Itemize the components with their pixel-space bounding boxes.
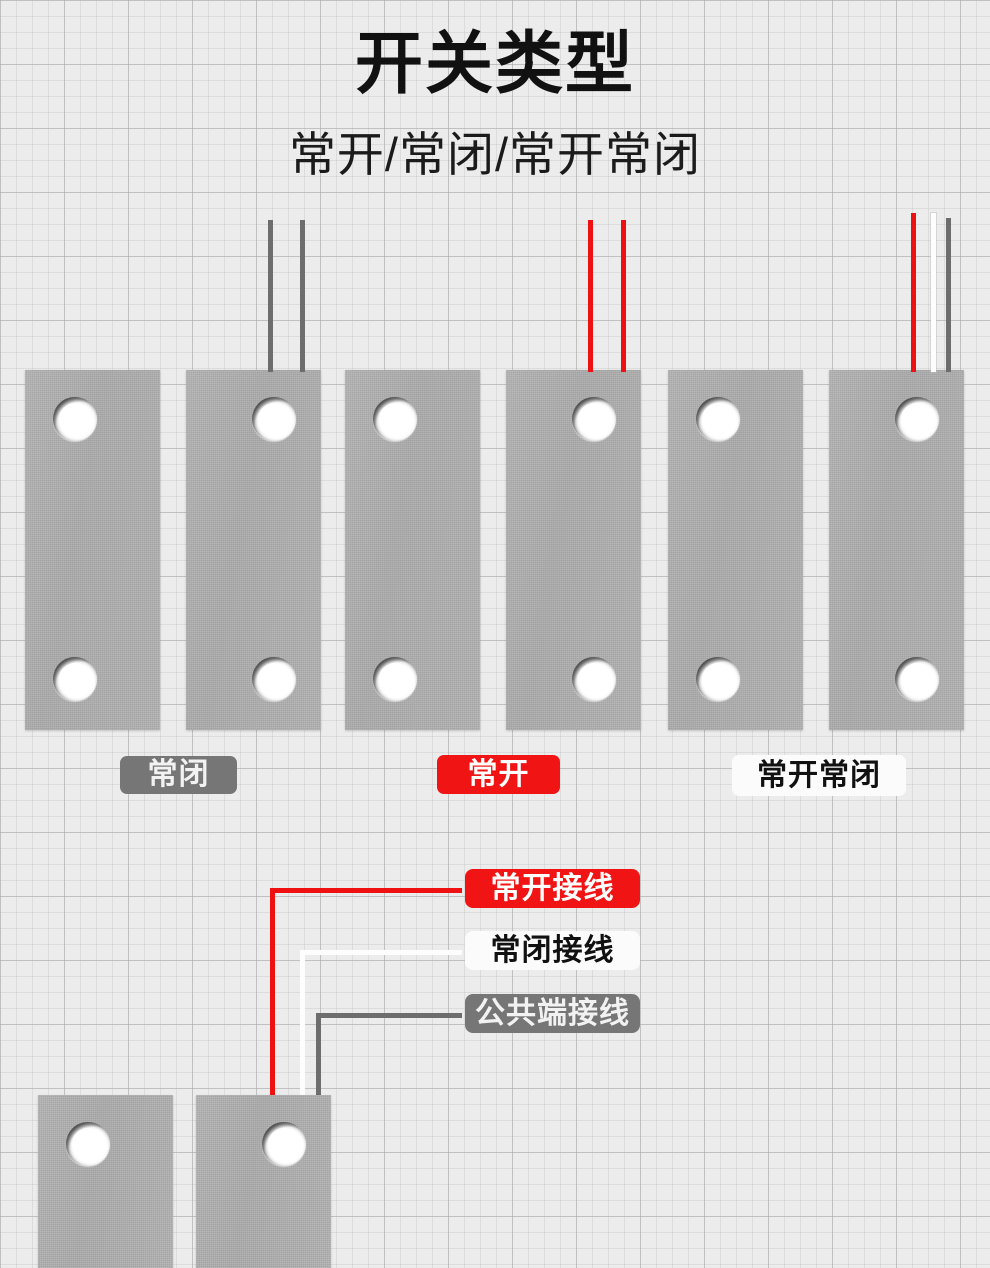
mounting-hole xyxy=(262,1122,306,1166)
legend-wire-no-vertical xyxy=(270,888,275,1104)
subtitle-text: 常开/常闭/常开常闭 xyxy=(288,128,702,181)
badge-label: 公共端接线 xyxy=(475,996,630,1030)
wire-gray-2 xyxy=(300,220,305,372)
mounting-hole xyxy=(373,397,417,441)
wire-gray-1 xyxy=(268,220,273,372)
mounting-hole xyxy=(696,657,740,701)
main-title-plain: 开关 xyxy=(354,26,495,102)
legend-wire-com-vertical xyxy=(316,1013,321,1104)
page-title: 开关类型 xyxy=(0,30,990,98)
wiring-legend-badge-com: 公共端接线 xyxy=(465,994,640,1033)
wire-white-1 xyxy=(931,213,936,372)
main-title: 开关类型 xyxy=(355,26,636,102)
subtitle: 常开/常闭/常开常闭 xyxy=(0,131,990,178)
legend-wire-nc-horizontal xyxy=(300,950,462,955)
wire-red-2 xyxy=(621,220,626,372)
badge-label: 常开 xyxy=(467,757,530,791)
wiring-legend-badge-nc: 常闭接线 xyxy=(465,931,640,970)
mounting-hole xyxy=(53,397,97,441)
wire-red-3 xyxy=(911,213,916,372)
sensor-block-4a xyxy=(38,1095,173,1268)
mounting-hole xyxy=(696,397,740,441)
sensor-block-3b xyxy=(829,370,964,730)
legend-wire-nc-vertical xyxy=(300,950,305,1104)
badge-label: 常闭 xyxy=(147,758,210,791)
mounting-hole xyxy=(895,397,939,441)
sensor-block-1b xyxy=(186,370,321,730)
switch-type-badge-nc: 常闭 xyxy=(120,756,237,794)
sensor-block-4b xyxy=(196,1095,331,1268)
mounting-hole xyxy=(895,657,939,701)
badge-label: 常闭接线 xyxy=(490,933,615,967)
sensor-block-1a xyxy=(25,370,160,730)
switch-type-badge-no: 常开 xyxy=(437,755,560,794)
legend-wire-com-horizontal xyxy=(316,1013,462,1018)
wiring-legend-badge-no: 常开接线 xyxy=(465,869,640,908)
main-title-underlined: 类型 xyxy=(495,26,636,102)
mounting-hole xyxy=(53,657,97,701)
sensor-block-2b xyxy=(506,370,641,730)
wire-gray-3 xyxy=(946,218,951,372)
badge-label: 常开常闭 xyxy=(757,758,881,792)
switch-type-badge-nonc: 常开常闭 xyxy=(732,755,906,796)
badge-label: 常开接线 xyxy=(490,871,615,905)
legend-wire-no-horizontal xyxy=(270,888,462,893)
mounting-hole xyxy=(572,397,616,441)
mounting-hole xyxy=(252,397,296,441)
wire-red-1 xyxy=(588,220,593,372)
mounting-hole xyxy=(572,657,616,701)
sensor-block-3a xyxy=(668,370,803,730)
mounting-hole xyxy=(252,657,296,701)
mounting-hole xyxy=(373,657,417,701)
sensor-block-2a xyxy=(345,370,480,730)
mounting-hole xyxy=(66,1122,110,1166)
